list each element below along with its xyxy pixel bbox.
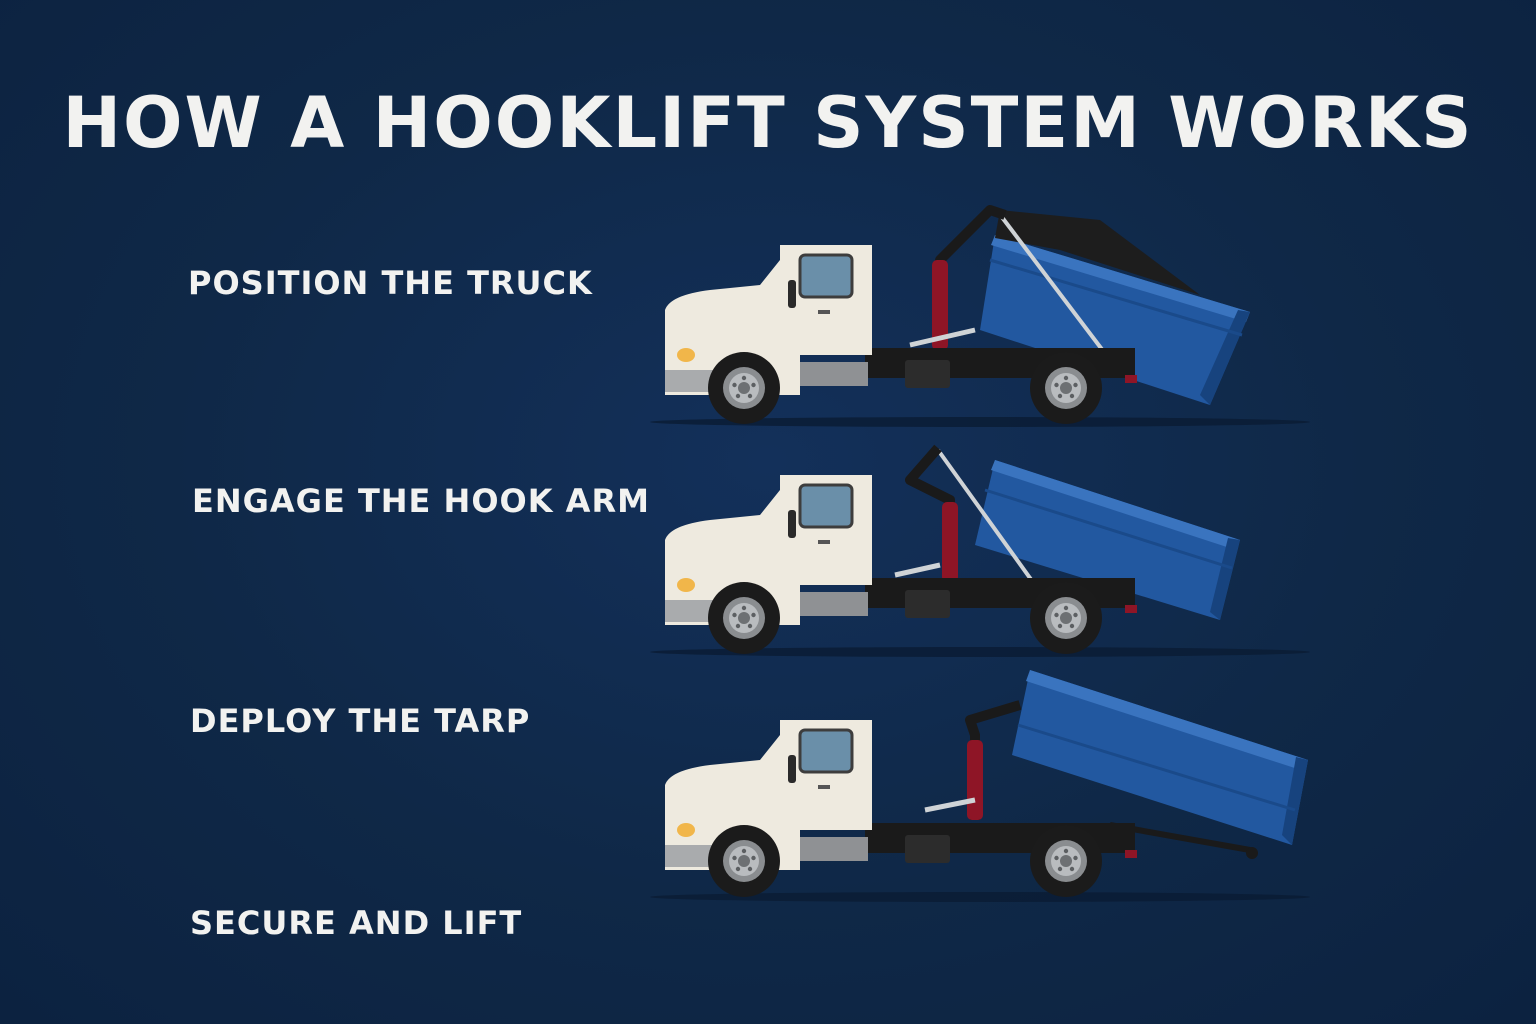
roll-off-container-icon [1012, 670, 1308, 859]
wheel-icon [1030, 352, 1102, 424]
wheel-icon [1030, 825, 1102, 897]
hook-arm-icon [894, 444, 958, 582]
wheel-icon [708, 352, 780, 424]
tarp-icon [995, 210, 1200, 295]
truck-illustration-2 [650, 444, 1310, 657]
step-label-secure: SECURE AND LIFT [190, 904, 523, 942]
hook-arm-icon [909, 205, 1007, 350]
wheel-icon [708, 582, 780, 654]
truck-illustration-1 [650, 205, 1310, 427]
step-label-deploy: DEPLOY THE TARP [190, 702, 531, 740]
wheel-icon [708, 825, 780, 897]
hook-arm-icon [924, 700, 1022, 820]
page-title: HOW A HOOKLIFT SYSTEM WORKS [62, 82, 1474, 164]
step-label-engage: ENGAGE THE HOOK ARM [192, 482, 650, 520]
step-label-position: POSITION THE TRUCK [188, 264, 593, 302]
truck-illustration-3 [650, 670, 1310, 902]
roll-off-container-icon [975, 460, 1240, 620]
wheel-icon [1030, 582, 1102, 654]
